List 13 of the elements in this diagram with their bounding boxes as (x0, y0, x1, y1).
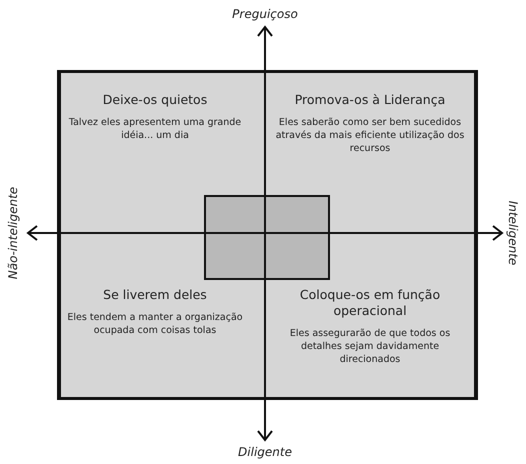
quadrant-heading: Promova-os à Liderança (294, 92, 446, 108)
quadrant-description: Eles assegurarão de que todos os detalhes sejam davidamente direcionados (288, 327, 452, 366)
axis-label: Não-inteligente (6, 186, 20, 280)
quadrant-heading: Coloque-os em função operacional (298, 287, 442, 319)
quadrant-heading: Deixe-os quietos (102, 92, 208, 108)
quadrant-heading: Se liverem deles (102, 287, 208, 303)
axis-label: Inteligente (506, 200, 520, 266)
quadrant-description: Eles tendem a manter a organização ocupada com coisas tolas (66, 311, 244, 337)
axis-label: Preguiçoso (232, 7, 298, 21)
quadrant-description: Eles saberão como ser bem sucedidos através da mais eficiente utilização dos recursos (274, 116, 466, 155)
quadrant-description: Talvez eles apresentem uma grande idéia... um dia (68, 116, 242, 142)
center-box (204, 195, 330, 280)
axis-label: Diligente (238, 445, 292, 459)
